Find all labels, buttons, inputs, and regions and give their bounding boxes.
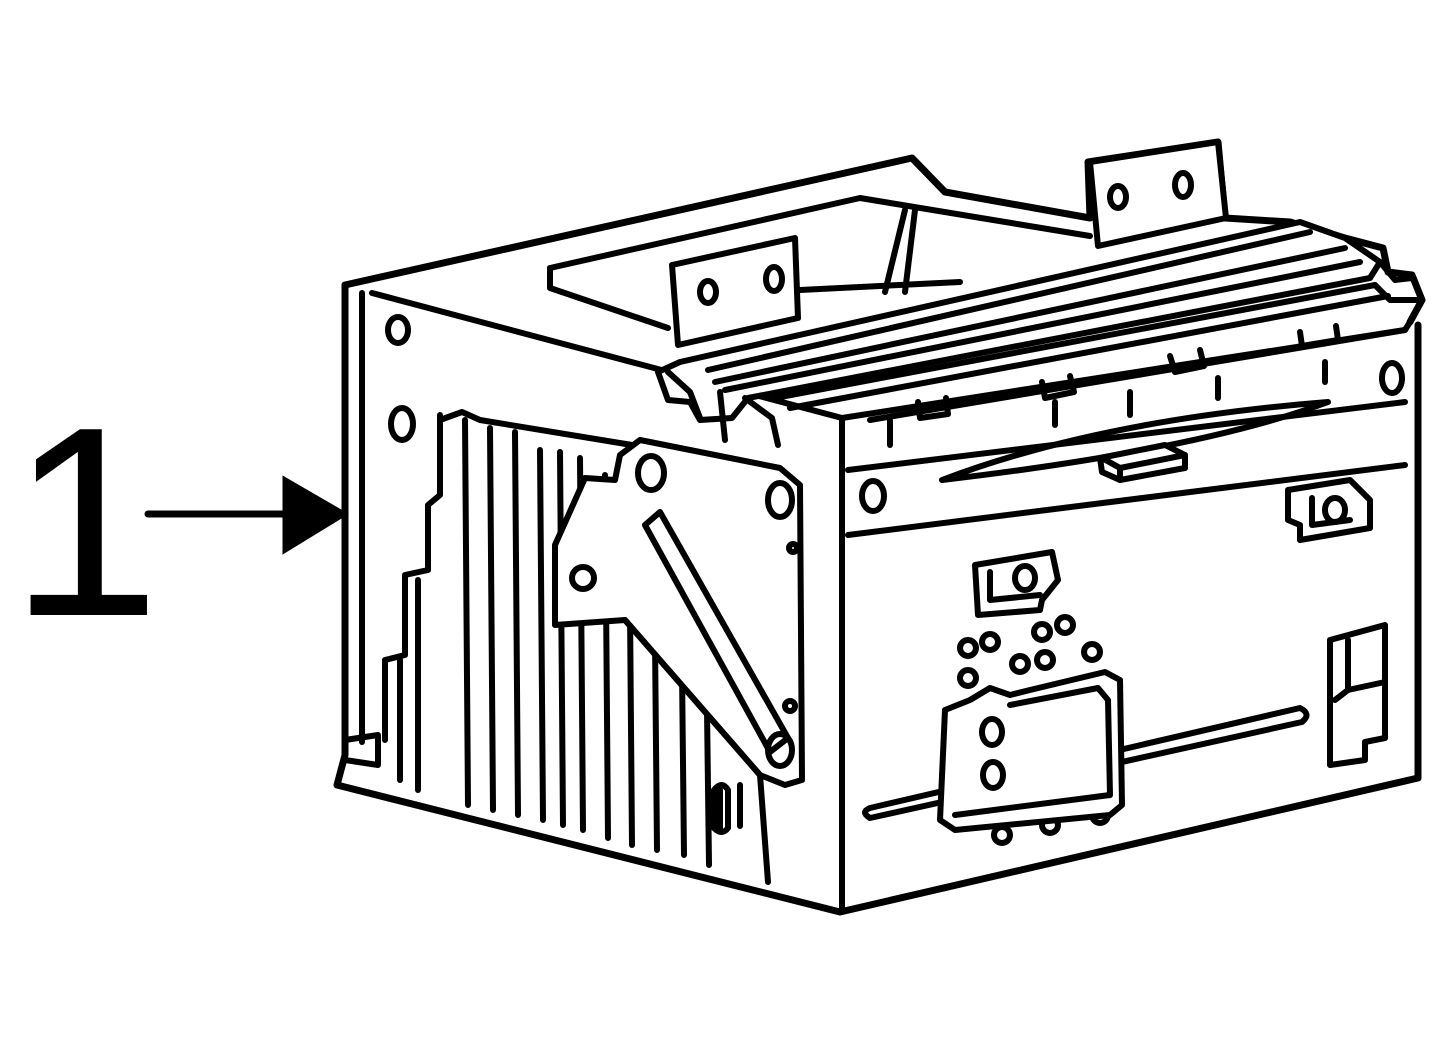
door-plate [552, 437, 805, 885]
side-holes [385, 314, 416, 443]
top-frame [547, 195, 1093, 331]
side-clip [1327, 622, 1388, 768]
heater-core-fins [382, 409, 712, 868]
front-vent-slot [939, 399, 1331, 483]
actuator-bracket [937, 669, 1125, 833]
housing-outline [333, 138, 1426, 916]
arrow-right-icon [144, 475, 349, 555]
front-ledge [845, 323, 1408, 538]
top-rails [655, 219, 1421, 448]
mounting-tab-right [1087, 139, 1229, 249]
link-rod [862, 705, 1310, 821]
front-brackets [972, 477, 1373, 618]
callout-number: 1 [10, 372, 161, 673]
mounting-tab-left [669, 235, 801, 348]
